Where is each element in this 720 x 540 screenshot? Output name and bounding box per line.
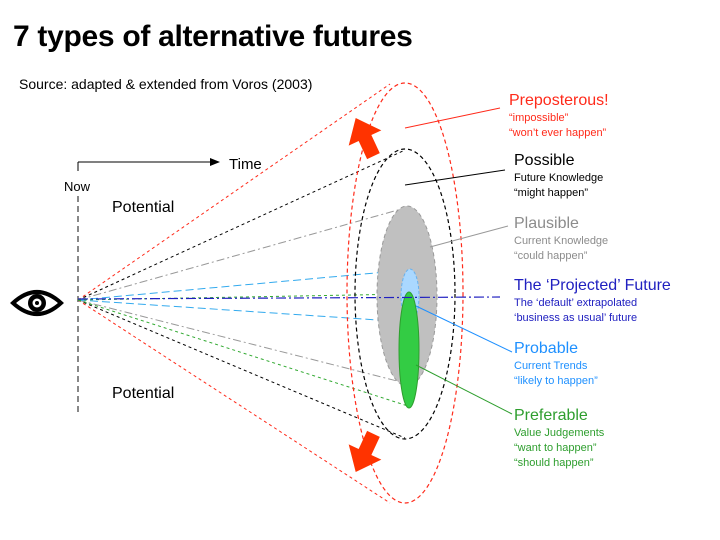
- future-line: Value Judgements: [514, 427, 605, 439]
- future-line: “likely to happen”: [514, 375, 598, 387]
- future-line: “might happen”: [514, 187, 588, 199]
- future-line: Current Knowledge: [514, 235, 609, 247]
- future-projected: The ‘Projected’ Future The ‘default’ ext…: [514, 276, 671, 326]
- future-line: Future Knowledge: [514, 172, 604, 184]
- now-label: Now: [64, 179, 91, 194]
- time-arrowhead-icon: [210, 158, 220, 166]
- possible-ellipse: [354, 148, 456, 440]
- future-probable: Probable Current Trends “likely to happe…: [514, 339, 598, 389]
- expand-down-arrow-icon: [348, 430, 382, 472]
- preferable-ellipse: [398, 291, 420, 409]
- projected-line: [77, 296, 501, 300]
- future-title: Possible: [514, 152, 575, 169]
- future-line: ‘business as usual’ future: [514, 312, 638, 324]
- future-line: Current Trends: [514, 360, 588, 372]
- cone-lines: [77, 83, 409, 504]
- eye-icon: [10, 290, 64, 316]
- future-line: The ‘default’ extrapolated: [514, 297, 638, 309]
- future-line: “could happen”: [514, 250, 588, 262]
- future-preposterous: Preposterous! “impossible” “won’t ever h…: [509, 91, 609, 141]
- future-line: “won’t ever happen”: [509, 127, 607, 139]
- future-title: Preferable: [514, 407, 588, 424]
- future-title: Probable: [514, 340, 579, 357]
- future-line: “impossible”: [509, 112, 569, 124]
- leader-lines: [404, 107, 513, 415]
- future-preferable: Preferable Value Judgements “want to hap…: [514, 406, 604, 471]
- potential-label-bottom: Potential: [112, 385, 175, 402]
- potential-label-top: Potential: [112, 199, 175, 216]
- page-title: 7 types of alternative futures: [13, 20, 413, 53]
- future-line: “want to happen”: [514, 442, 597, 454]
- expand-up-arrow-icon: [348, 118, 382, 160]
- source-citation: Source: adapted & extended from Voros (2…: [19, 76, 313, 92]
- future-title: The ‘Projected’ Future: [514, 277, 671, 294]
- future-line: “should happen”: [514, 457, 594, 469]
- preposterous-ellipse: [346, 82, 464, 504]
- future-title: Plausible: [514, 215, 579, 232]
- time-label: Time: [229, 156, 262, 173]
- future-plausible: Plausible Current Knowledge “could happe…: [514, 214, 608, 264]
- future-possible: Possible Future Knowledge “might happen”: [514, 151, 603, 201]
- future-title: Preposterous!: [509, 92, 609, 109]
